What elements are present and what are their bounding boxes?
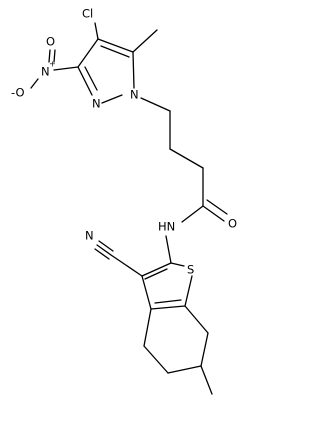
bond-c4-c5 [97, 38, 134, 53]
nitro-charge-superscript: + [49, 60, 56, 69]
bond-cn-triple-b [98, 240, 114, 252]
atom-n-pyrazole-1: N [130, 88, 139, 102]
bond-c3-nnitro [53, 66, 79, 71]
bond-c4-c5 [143, 345, 169, 374]
bond-ch2b-ch2c [169, 148, 204, 169]
bond-nh-c2 [165, 235, 172, 264]
bond-nnitro-odouble-2 [53, 49, 56, 63]
atom-nitrile-n: N [85, 229, 94, 243]
bond-c3a-c7a-double [154, 299, 182, 304]
bond-nnitro-ominus [30, 78, 39, 89]
bond-c7a-s [184, 275, 193, 307]
bond-c5-c6 [167, 365, 202, 374]
bond-c4-cl [94, 22, 99, 40]
atom-labels: Cl N + -O O N N O HN N S [11, 7, 237, 277]
atom-nh: HN [158, 220, 175, 234]
bond-s-c2 [170, 262, 185, 267]
structure-canvas: Cl N + -O O N N O HN N S [11, 7, 237, 395]
atom-n-nitro: N [41, 65, 50, 79]
bond-c6-c7 [200, 332, 209, 367]
molecule-structure: Cl N + -O O N N O HN N S [11, 7, 237, 395]
bond-n2-c3 [77, 66, 93, 96]
bond-c4-c5-double [100, 45, 130, 58]
atom-o-nitro-double: O [46, 35, 55, 49]
bond-c7-c7a [184, 305, 209, 334]
bonds [30, 22, 228, 395]
bond-c3a-c7a [150, 305, 186, 310]
atom-s: S [187, 263, 194, 277]
atom-cl: Cl [82, 7, 93, 21]
bond-carbonyl-o-double [206, 199, 228, 215]
atom-o-nitro-minus: -O [11, 86, 25, 100]
bond-n2-c3-double [84, 66, 98, 91]
bond-c5-methyl [132, 29, 158, 53]
bond-c3-c3a [141, 275, 152, 310]
bond-c3-cn [110, 254, 143, 277]
bond-nnitro-odouble [48, 49, 51, 63]
bond-n1-n2 [101, 94, 123, 104]
bond-c2-c3-double [144, 268, 168, 280]
bond-c6-methyl [200, 365, 213, 395]
bond-carbonyl-nh [181, 205, 204, 223]
bond-c3a-c4 [143, 308, 152, 347]
bond-carbonyl-o [202, 205, 225, 222]
atom-o-carbonyl: O [228, 217, 237, 231]
bond-c3-c4 [77, 38, 99, 68]
bond-n1-ch2a [140, 97, 171, 112]
bond-c5-n1 [132, 51, 135, 89]
bond-c2-c3 [141, 262, 172, 277]
atom-n-pyrazole-2: N [92, 97, 101, 111]
bond-cn-triple-a [96, 244, 112, 256]
bond-cn-triple-c [94, 248, 110, 260]
